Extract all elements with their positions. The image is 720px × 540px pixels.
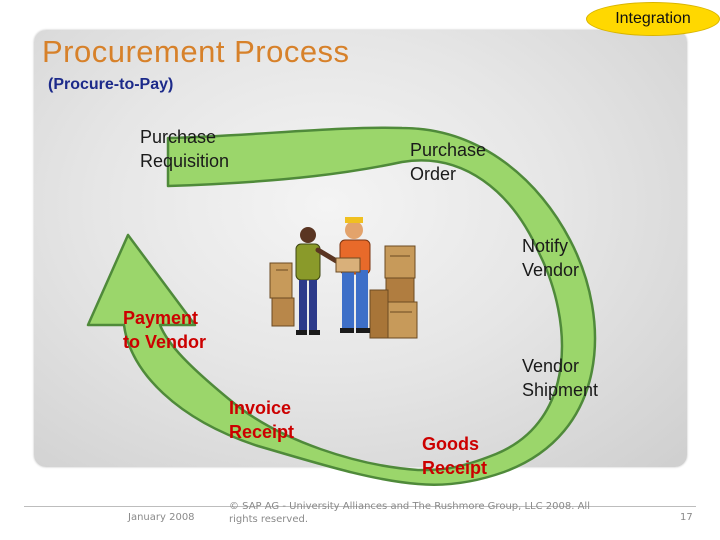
footer-date: January 2008: [128, 512, 195, 523]
badge-label: Integration: [615, 10, 691, 27]
warehouse-workers-illustration: [269, 217, 418, 339]
box-stack: [269, 245, 418, 339]
integration-badge: Integration: [586, 2, 720, 36]
footer-copyright: © SAP AG - University Alliances and The …: [229, 501, 590, 525]
footer-page-number: 17: [680, 512, 693, 523]
worker-right: [335, 217, 371, 333]
slide-title: Procurement Process: [42, 34, 350, 69]
worker-left: [295, 227, 341, 335]
step-goods-receipt: Goods Receipt: [422, 434, 488, 478]
step-payment-to-vendor: Payment to Vendor: [123, 308, 207, 352]
step-purchase-order: Purchase Order: [410, 140, 487, 184]
step-purchase-requisition: Purchase Requisition: [140, 127, 230, 171]
slide-subtitle: (Procure-to-Pay): [48, 76, 174, 93]
step-vendor-shipment: Vendor Shipment: [522, 356, 599, 400]
step-invoice-receipt: Invoice Receipt: [229, 398, 295, 442]
cycle-arrow: [86, 126, 597, 486]
footer-divider: [24, 506, 696, 507]
step-notify-vendor: Notify Vendor: [522, 236, 580, 280]
